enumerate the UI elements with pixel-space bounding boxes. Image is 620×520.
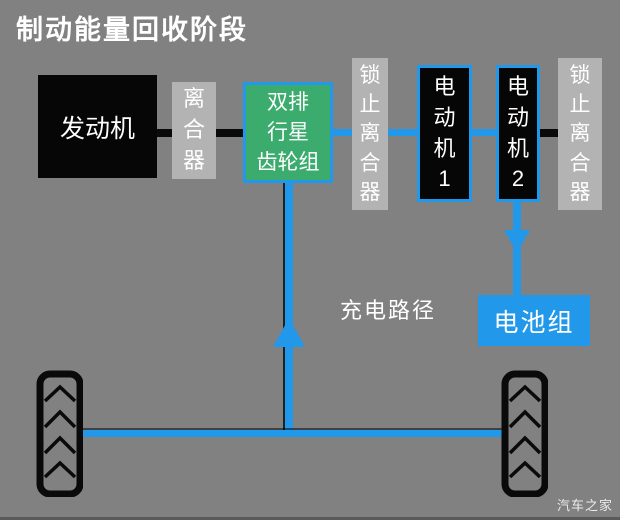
- node-clutch: 离合器: [172, 82, 216, 179]
- node-planetary-gear: 双排 行星 齿轮组: [243, 82, 333, 183]
- node-engine: 发动机: [38, 75, 157, 178]
- up-arrow-icon: [273, 318, 305, 347]
- clutch-label: 离合器: [182, 86, 205, 173]
- wheel-left-icon: [36, 370, 83, 497]
- regen-line-shadow: [283, 183, 285, 430]
- axle-line-shadow: [81, 428, 503, 430]
- charge-path-label: 充电路径: [340, 298, 437, 323]
- planetary-gear-label-line2: 行星: [267, 120, 309, 144]
- planetary-gear-label-line1: 双排: [267, 90, 309, 114]
- node-motor-1: 电动机1: [417, 65, 472, 202]
- regen-energy-line: [285, 183, 293, 433]
- battery-label: 电池组: [493, 308, 575, 337]
- axle-line: [81, 430, 503, 437]
- wheel-right-icon: [501, 370, 548, 497]
- node-battery: 电池组: [478, 295, 590, 346]
- watermark: 汽车之家: [556, 498, 613, 513]
- node-motor-2: 电动机2: [496, 65, 540, 202]
- lockup-clutch-left-label: 锁止离合器: [359, 63, 381, 205]
- bottom-edge: [0, 517, 620, 520]
- connector-motor1-to-motor2: [468, 129, 498, 136]
- motor-2-label: 电动机2: [506, 73, 529, 192]
- node-lockup-clutch-left: 锁止离合器: [352, 58, 388, 210]
- engine-label: 发动机: [59, 114, 135, 143]
- connector-motor2-to-clutch: [538, 129, 560, 137]
- node-lockup-clutch-right: 锁止离合器: [558, 58, 602, 210]
- down-arrow-icon: [504, 230, 530, 253]
- lockup-clutch-right-label: 锁止离合器: [569, 63, 591, 205]
- motor-1-label: 电动机1: [433, 73, 456, 192]
- planetary-gear-label-line3: 齿轮组: [256, 150, 320, 174]
- page-title: 制动能量回收阶段: [16, 15, 248, 45]
